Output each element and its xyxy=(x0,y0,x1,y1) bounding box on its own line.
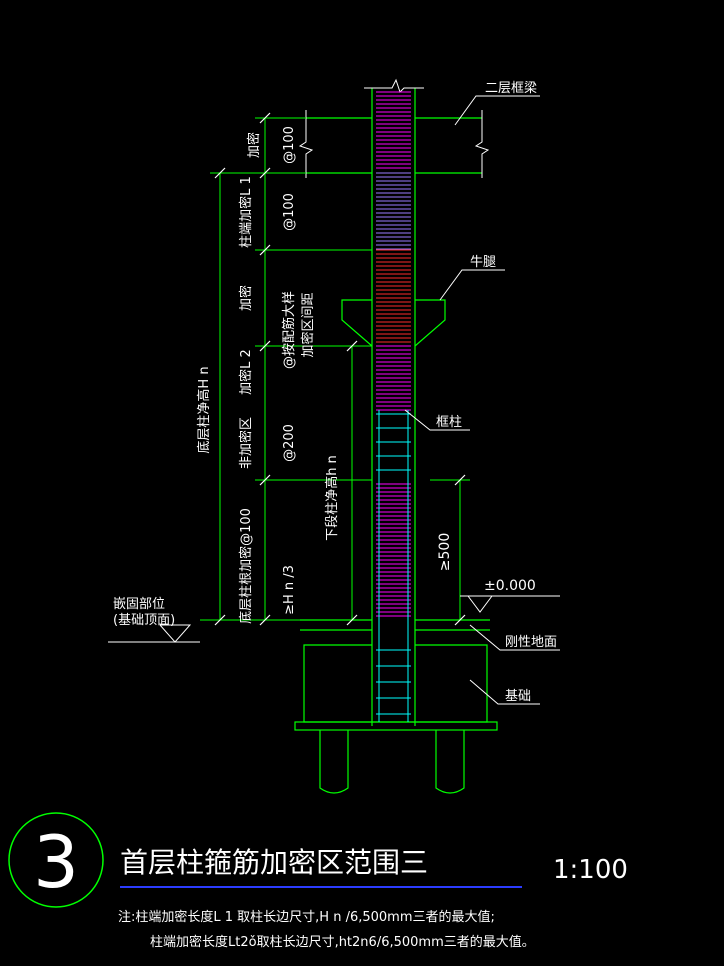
dim-at100-top: @100 xyxy=(282,126,297,164)
dimension-lines xyxy=(200,117,470,621)
break-lines xyxy=(298,78,490,178)
structure-outline xyxy=(294,88,498,794)
dim-at200: @200 xyxy=(282,424,297,462)
longitudinal-bars xyxy=(378,410,409,722)
title-number-circle xyxy=(8,812,104,908)
dim-bottom-clear-height: 底层柱净高H n xyxy=(196,366,212,453)
drawing-scale: 1:100 xyxy=(553,855,628,885)
stirrup-lines xyxy=(376,91,411,715)
label-embedment-base: (基础顶面) xyxy=(113,613,175,628)
label-embedment-location: 嵌固部位 xyxy=(113,597,165,612)
label-elevation: ±0.000 xyxy=(484,578,536,594)
leader-lines xyxy=(108,95,560,705)
dim-at100-b: @100 xyxy=(282,193,297,231)
label-corbel: 牛腿 xyxy=(470,255,496,270)
dim-densify-top: 加密 xyxy=(246,132,262,158)
dim-root-densify: 底层柱根加密@100 xyxy=(238,508,254,624)
note-line-1: 注:柱端加密长度L 1 取柱长边尺寸,H n /6,500mm三者的最大值; xyxy=(118,909,495,925)
label-second-floor-beam: 二层框梁 xyxy=(485,81,537,96)
dim-lower-clear-height: 下段柱净高h n xyxy=(324,455,340,541)
label-foundation: 基础 xyxy=(505,689,531,704)
label-rigid-ground: 刚性地面 xyxy=(505,635,557,650)
dim-non-densify-zone: 非加密区 xyxy=(238,417,254,469)
dim-ge500: ≥500 xyxy=(437,533,453,571)
label-frame-column: 框柱 xyxy=(436,415,462,430)
drawing-title: 首层柱箍筋加密区范围三 xyxy=(120,846,428,879)
dim-column-end-l1: 柱端加密L 1 xyxy=(238,176,254,248)
dim-densify-mid: 加密 xyxy=(238,285,254,311)
dim-corbel-note-2: 加密区间距 xyxy=(300,292,316,357)
note-line-2: 柱端加密长度Lt2ǒ取柱长边尺寸,ht2n6/6,500mm三者的最大值。 xyxy=(150,934,535,950)
dim-ge-hn3: ≥H n /3 xyxy=(282,565,297,615)
dim-corbel-note-1: @按配筋大样 xyxy=(281,291,297,369)
dimension-ticks xyxy=(214,112,466,626)
title-number: 3 xyxy=(33,820,79,904)
dim-densify-l2: 加密L 2 xyxy=(238,349,254,395)
